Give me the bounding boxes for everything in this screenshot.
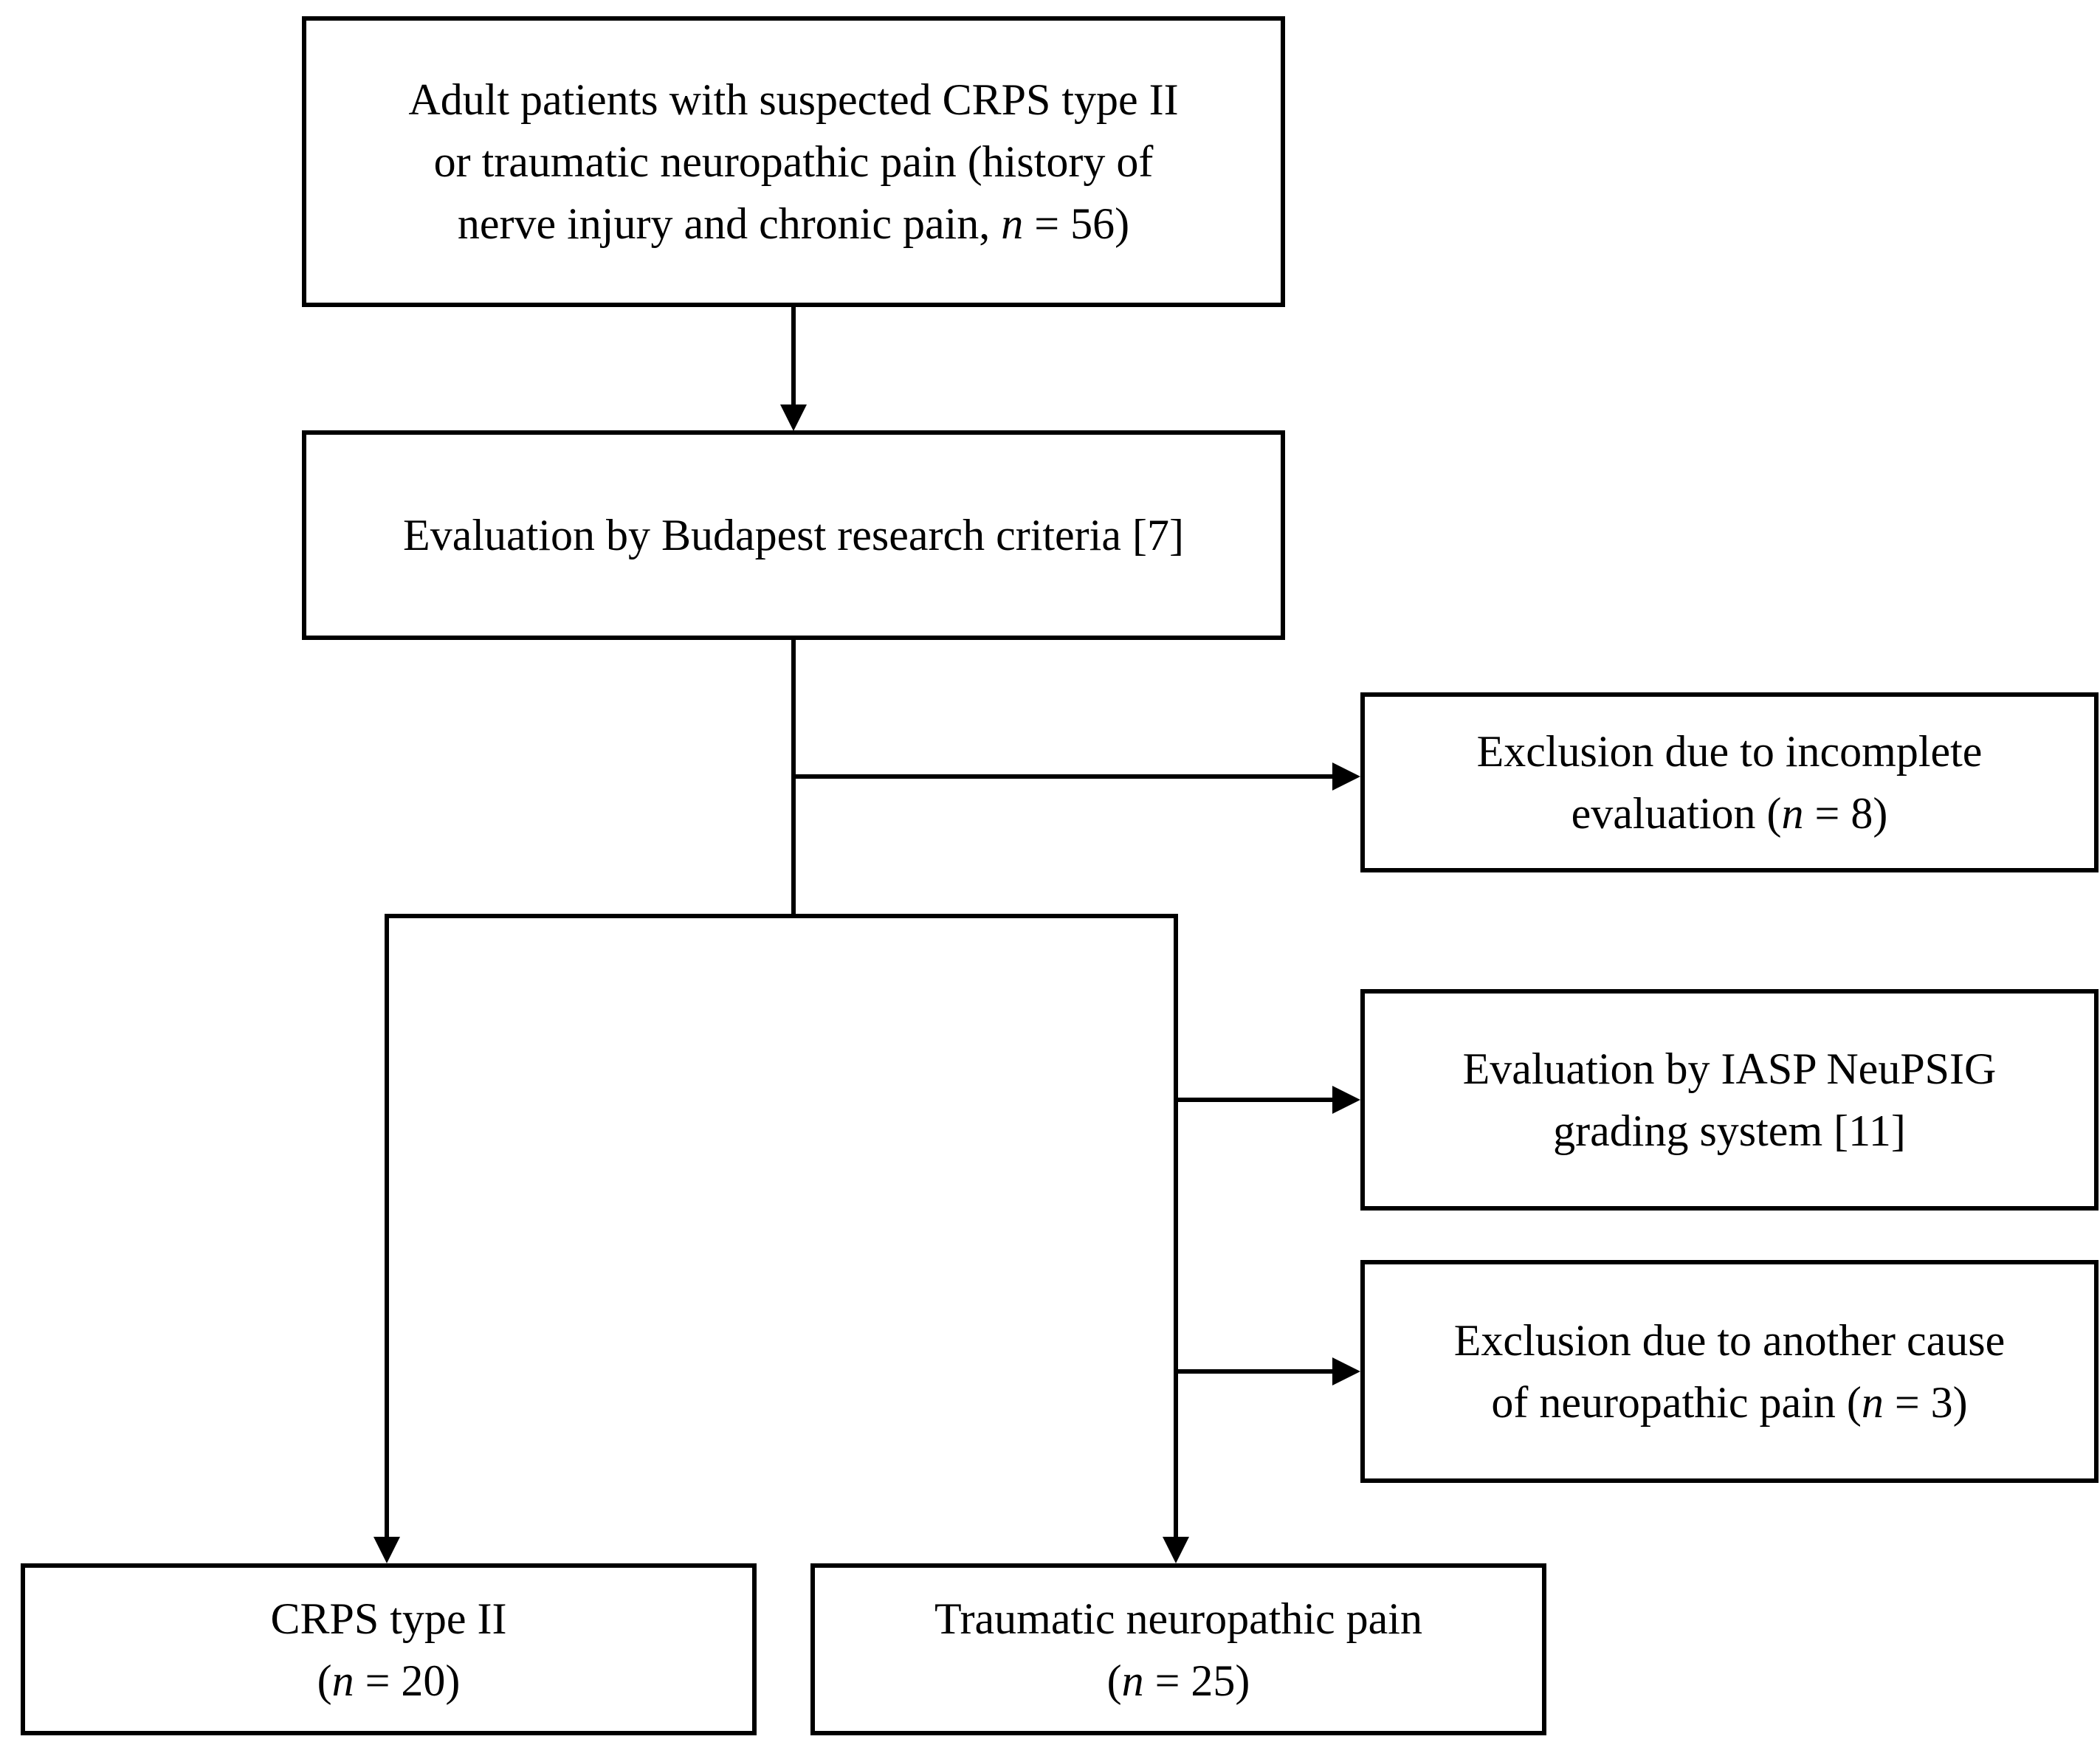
box-traumatic-neuropathic: Traumatic neuropathic pain (n = 25) <box>810 1563 1546 1735</box>
connector-to-exclusion-incomplete <box>791 774 1335 779</box>
connector-to-traumatic <box>1174 914 1178 1540</box>
text-line: Evaluation by IASP NeuPSIG <box>1462 1044 1997 1093</box>
connector-to-exclusion-other <box>1174 1369 1335 1374</box>
text-line: of neuropathic pain (n = 3) <box>1491 1378 1968 1427</box>
arrowhead-down-crps-icon <box>373 1537 400 1563</box>
connector-to-iasp <box>1174 1098 1335 1102</box>
text-line: (n = 20) <box>317 1656 461 1705</box>
connector-top-to-budapest <box>791 306 796 406</box>
arrowhead-right-exclusion-incomplete-icon <box>1332 762 1360 791</box>
box-exclusion-other-cause: Exclusion due to another cause of neurop… <box>1360 1260 2099 1483</box>
text-line: Exclusion due to incomplete <box>1476 727 1983 776</box>
text-line: evaluation (n = 8) <box>1571 789 1888 838</box>
text-line: nerve injury and chronic pain, n = 56) <box>457 199 1130 248</box>
text-line: (n = 25) <box>1106 1656 1250 1705</box>
arrowhead-down-traumatic-icon <box>1163 1537 1189 1563</box>
text-line: CRPS type II <box>270 1594 507 1643</box>
text-line: or traumatic neuropathic pain (history o… <box>433 137 1154 186</box>
box-iasp-neupsig: Evaluation by IASP NeuPSIG grading syste… <box>1360 989 2099 1211</box>
connector-to-crps <box>385 914 389 1540</box>
box-exclusion-incomplete: Exclusion due to incomplete evaluation (… <box>1360 692 2099 872</box>
text-line: Exclusion due to another cause <box>1453 1316 2006 1365</box>
arrowhead-down-budapest-icon <box>780 404 807 431</box>
text-line: grading system [11] <box>1553 1106 1906 1155</box>
box-adult-patients: Adult patients with suspected CRPS type … <box>302 16 1285 307</box>
arrowhead-right-iasp-icon <box>1332 1086 1360 1114</box>
arrowhead-right-exclusion-other-icon <box>1332 1357 1360 1385</box>
text-line: Traumatic neuropathic pain <box>934 1594 1422 1643</box>
box-crps-type2: CRPS type II (n = 20) <box>21 1563 757 1735</box>
text-line: Adult patients with suspected CRPS type … <box>408 75 1179 124</box>
box-budapest-criteria: Evaluation by Budapest research criteria… <box>302 430 1285 640</box>
connector-split-horizontal <box>385 914 1178 918</box>
text-line: Evaluation by Budapest research criteria… <box>403 511 1184 559</box>
